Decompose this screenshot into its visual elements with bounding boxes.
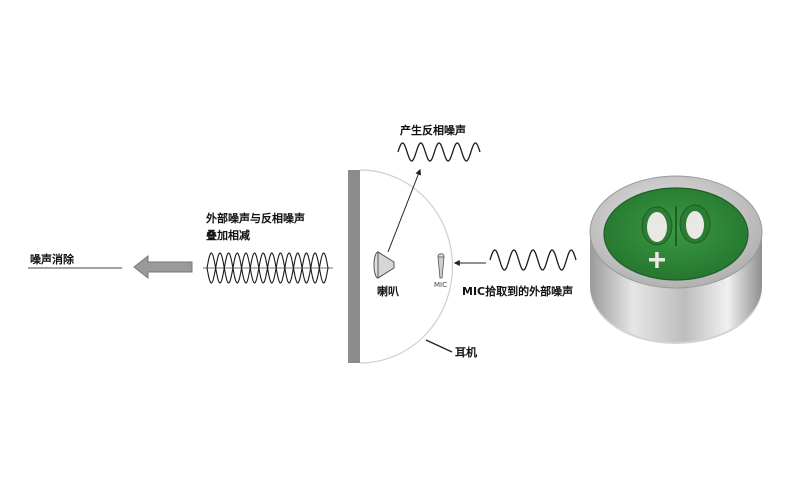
microphone-icon	[437, 253, 445, 279]
inverted-noise-wave	[206, 252, 329, 284]
anti-noise-arrow	[387, 168, 422, 253]
mic-pickup-label: MIC拾取到的外部噪声	[462, 285, 574, 298]
left-arrow-icon	[133, 254, 193, 280]
speaker-label: 喇叭	[377, 285, 399, 298]
earphone-label: 耳机	[455, 346, 477, 359]
external-noise-input-wave	[489, 249, 577, 271]
earphone-dome	[359, 169, 454, 364]
anti-noise-label: 产生反相噪声	[400, 124, 466, 137]
superposition-label-line2: 叠加相减	[206, 229, 250, 242]
superposition-label-line1: 外部噪声与反相噪声	[206, 212, 305, 225]
electret-microphone-capsule	[589, 175, 763, 344]
earphone-wall	[348, 170, 360, 363]
earphone-leader-line	[425, 339, 453, 353]
speaker-cone-icon	[373, 251, 395, 279]
anti-noise-wave	[397, 142, 481, 162]
mic-small-label: MIC	[434, 281, 447, 289]
noise-cancelled-label: 噪声消除	[30, 253, 74, 266]
